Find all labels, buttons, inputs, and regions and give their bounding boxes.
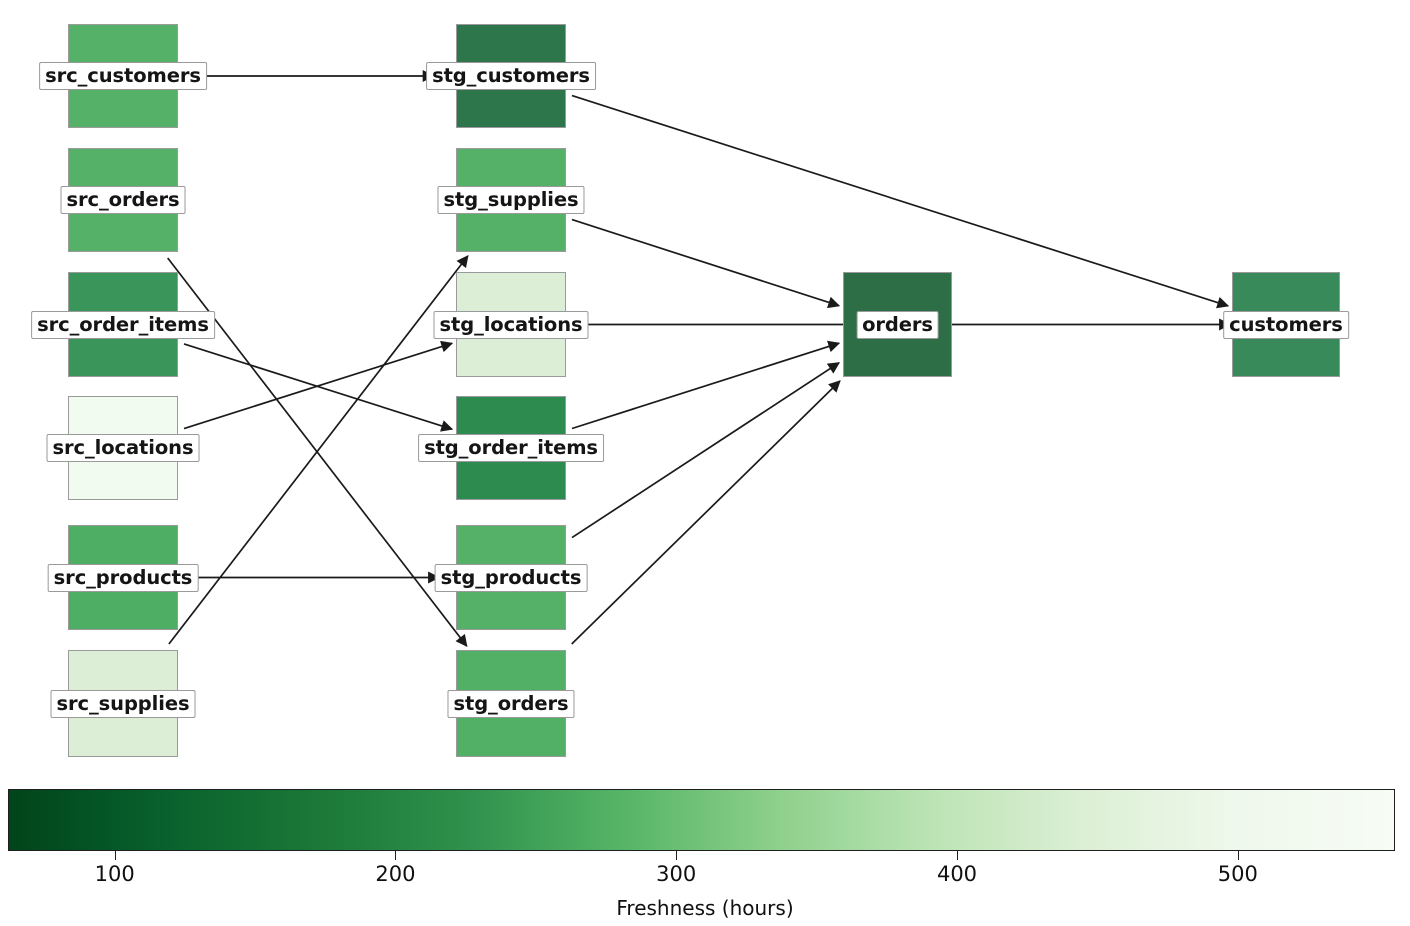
node-label-src_customers[interactable]: src_customers	[39, 61, 207, 91]
colorbar-tick-label: 400	[936, 862, 978, 886]
colorbar-tick-label: 100	[94, 862, 135, 886]
edge-stg_orders-to-orders	[571, 380, 841, 645]
node-label-stg_order_items[interactable]: stg_order_items	[418, 433, 604, 463]
node-label-src_orders[interactable]: src_orders	[60, 185, 186, 215]
node-label-customers[interactable]: customers	[1223, 310, 1349, 339]
colorbar-tick-label: 200	[375, 862, 416, 886]
edge-stg_customers-to-customers	[571, 94, 1230, 309]
colorbar-tick	[676, 851, 678, 860]
node-label-stg_supplies[interactable]: stg_supplies	[437, 185, 585, 215]
colorbar-tick	[395, 851, 397, 860]
node-label-src_products[interactable]: src_products	[47, 563, 199, 592]
colorbar-gradient	[8, 789, 1395, 851]
node-label-src_supplies[interactable]: src_supplies	[50, 689, 196, 718]
colorbar-tick-label: 300	[656, 862, 697, 886]
node-label-stg_locations[interactable]: stg_locations	[433, 310, 589, 339]
node-label-src_order_items[interactable]: src_order_items	[31, 310, 215, 339]
colorbar-tick	[114, 851, 116, 860]
colorbar	[8, 789, 1395, 851]
node-label-src_locations[interactable]: src_locations	[46, 433, 200, 463]
colorbar-label: Freshness (hours)	[616, 896, 794, 920]
colorbar-tick-label: 500	[1217, 862, 1258, 886]
edge-stg_order_items-to-orders	[571, 340, 841, 430]
colorbar-tick	[1237, 851, 1239, 860]
edge-stg_supplies-to-orders	[571, 218, 841, 309]
edge-src_locations-to-stg_locations	[183, 340, 454, 430]
colorbar-tick	[957, 851, 958, 860]
node-label-orders[interactable]: orders	[856, 310, 939, 339]
node-label-stg_products[interactable]: stg_products	[434, 563, 588, 592]
node-label-stg_orders[interactable]: stg_orders	[447, 689, 575, 718]
edge-src_supplies-to-stg_supplies	[168, 255, 469, 645]
node-label-stg_customers[interactable]: stg_customers	[426, 61, 596, 91]
edge-stg_products-to-orders	[571, 362, 840, 539]
